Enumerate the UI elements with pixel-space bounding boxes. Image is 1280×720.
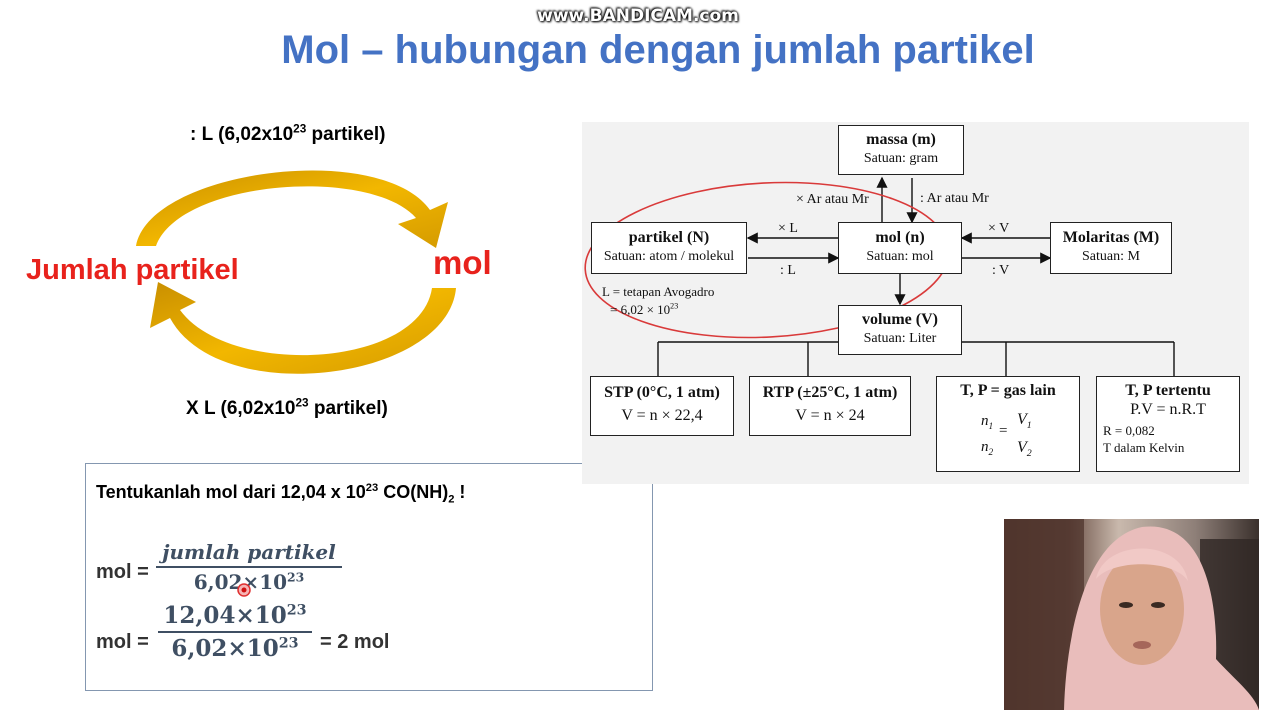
exercise-question: Tentukanlah mol dari 12,04 x 1023 CO(NH)…	[96, 482, 466, 506]
pointer-cursor-icon	[237, 583, 251, 597]
massa-box: massa (m)Satuan: gram	[838, 125, 964, 175]
cycle-arrows-graphic	[136, 170, 456, 374]
presenter-webcam-feed	[1004, 519, 1259, 710]
top-arc-arrow	[136, 170, 448, 248]
equation2-result: = 2 mol	[320, 631, 390, 653]
equation2-denominator: 6,02×1023	[171, 635, 299, 662]
n2-symbol: n2	[981, 439, 994, 458]
equation2-label: mol =	[96, 631, 149, 653]
rtp-box: RTP (±25°C, 1 atm)V = n × 24	[749, 376, 911, 436]
equation1-label: mol =	[96, 561, 149, 583]
mol-label: mol	[433, 244, 492, 281]
divide-ar-mr-label: : Ar atau Mr	[920, 191, 989, 206]
jumlah-partikel-label: Jumlah partikel	[26, 254, 239, 286]
tp-gas-lain-box: T, P = gas lain n1 n2 = V1 V2	[936, 376, 1080, 472]
partikel-box: partikel (N)Satuan: atom / molekul	[591, 222, 747, 274]
n1-symbol: n1	[981, 413, 994, 432]
multiply-ar-mr-label: × Ar atau Mr	[796, 192, 869, 207]
equation1-fraction: jumlah partikel 6,02×1023	[156, 540, 342, 594]
bandicam-watermark: www.BANDICAM.com	[537, 6, 739, 26]
multiply-v-label: × V	[988, 221, 1010, 236]
presenter-silhouette	[1004, 519, 1259, 710]
divide-by-avogadro-label: : L (6,02x1023 partikel)	[190, 122, 386, 145]
v2-symbol: V2	[1017, 439, 1032, 460]
equals-sign: =	[999, 423, 1008, 439]
bottom-arc-arrow	[150, 282, 456, 374]
avogadro-note-line1: L = tetapan Avogadro	[602, 284, 715, 299]
equation2-fraction: 12,04×1023 6,02×1023	[158, 602, 312, 662]
molaritas-box: Molaritas (M)Satuan: M	[1050, 222, 1172, 274]
v1-symbol: V1	[1017, 411, 1032, 432]
exercise-box: Tentukanlah mol dari 12,04 x 1023 CO(NH)…	[85, 463, 653, 691]
slide-title: Mol – hubungan dengan jumlah partikel	[281, 28, 1035, 72]
avogadro-note-line2: = 6,02 × 1023	[610, 301, 679, 317]
multiply-by-avogadro-label: X L (6,02x1023 partikel)	[186, 396, 388, 419]
equation1-numerator: jumlah partikel	[162, 540, 336, 564]
divide-l-label: : L	[780, 263, 796, 278]
mol-box: mol (n)Satuan: mol	[838, 222, 962, 274]
tp-tertentu-box: T, P tertentu P.V = n.R.T R = 0,082 T da…	[1096, 376, 1240, 472]
stp-box: STP (0°C, 1 atm)V = n × 22,4	[590, 376, 734, 436]
multiply-l-label: × L	[778, 221, 798, 236]
divide-v-label: : V	[992, 263, 1010, 278]
volume-box: volume (V)Satuan: Liter	[838, 305, 962, 355]
equation2-numerator: 12,04×1023	[163, 602, 307, 629]
